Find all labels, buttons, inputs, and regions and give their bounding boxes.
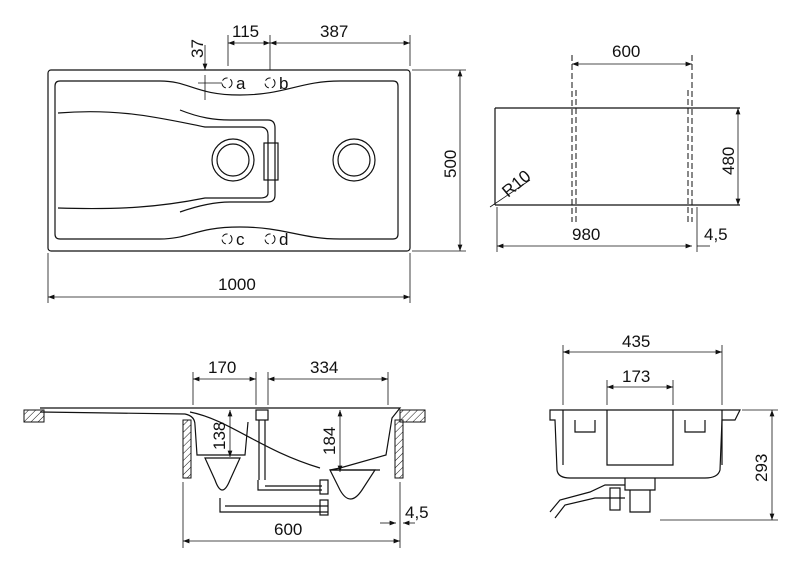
side-section: 435 173 293 <box>549 332 778 521</box>
tap-hole-d-icon <box>264 233 276 245</box>
main-bowl-drain <box>332 138 376 182</box>
inner-rim <box>54 80 399 240</box>
dim-387: 387 <box>320 22 348 41</box>
tap-hole-label-a: a <box>236 74 246 93</box>
main-bowl-drain-inner <box>337 143 371 177</box>
dim-170: 170 <box>208 358 236 377</box>
tap-hole-label-b: b <box>279 74 288 93</box>
dim-cutout-600: 600 <box>612 42 640 61</box>
dim-980: 980 <box>572 225 600 244</box>
tap-hole-a-icon <box>221 77 233 89</box>
dim-334: 334 <box>310 358 338 377</box>
small-bowl-drain-inner <box>216 143 250 177</box>
small-bowl-drain <box>211 138 255 182</box>
tap-hole-b-icon <box>264 77 276 89</box>
dim-1000: 1000 <box>218 275 256 294</box>
sink-outline <box>47 69 411 252</box>
dim-480: 480 <box>719 147 738 175</box>
tap-hole-label-c: c <box>236 230 245 249</box>
dim-115: 115 <box>232 22 259 41</box>
small-bowl-rim <box>179 109 276 213</box>
tap-hole-c-icon <box>221 233 233 245</box>
dim-138: 138 <box>210 422 229 450</box>
dim-500: 500 <box>441 150 460 178</box>
top-view: a b c d 115 387 37 500 1000 <box>47 22 466 303</box>
dim-293: 293 <box>752 454 771 482</box>
dim-37: 37 <box>188 39 207 58</box>
dim-173: 173 <box>622 367 650 386</box>
front-section: 170 334 138 184 600 4,5 <box>23 358 429 548</box>
dim-435: 435 <box>622 332 650 351</box>
cutout-view: 600 480 R10 980 4,5 <box>489 42 741 252</box>
dim-radius: R10 <box>498 166 534 201</box>
dim-front-600: 600 <box>274 520 302 539</box>
dim-cutout-4-5: 4,5 <box>704 225 728 244</box>
dim-front-4-5: 4,5 <box>405 503 429 522</box>
dim-184: 184 <box>320 427 339 455</box>
overflow-icon <box>263 142 279 181</box>
tap-hole-label-d: d <box>279 230 288 249</box>
drainer-outline <box>57 111 269 210</box>
